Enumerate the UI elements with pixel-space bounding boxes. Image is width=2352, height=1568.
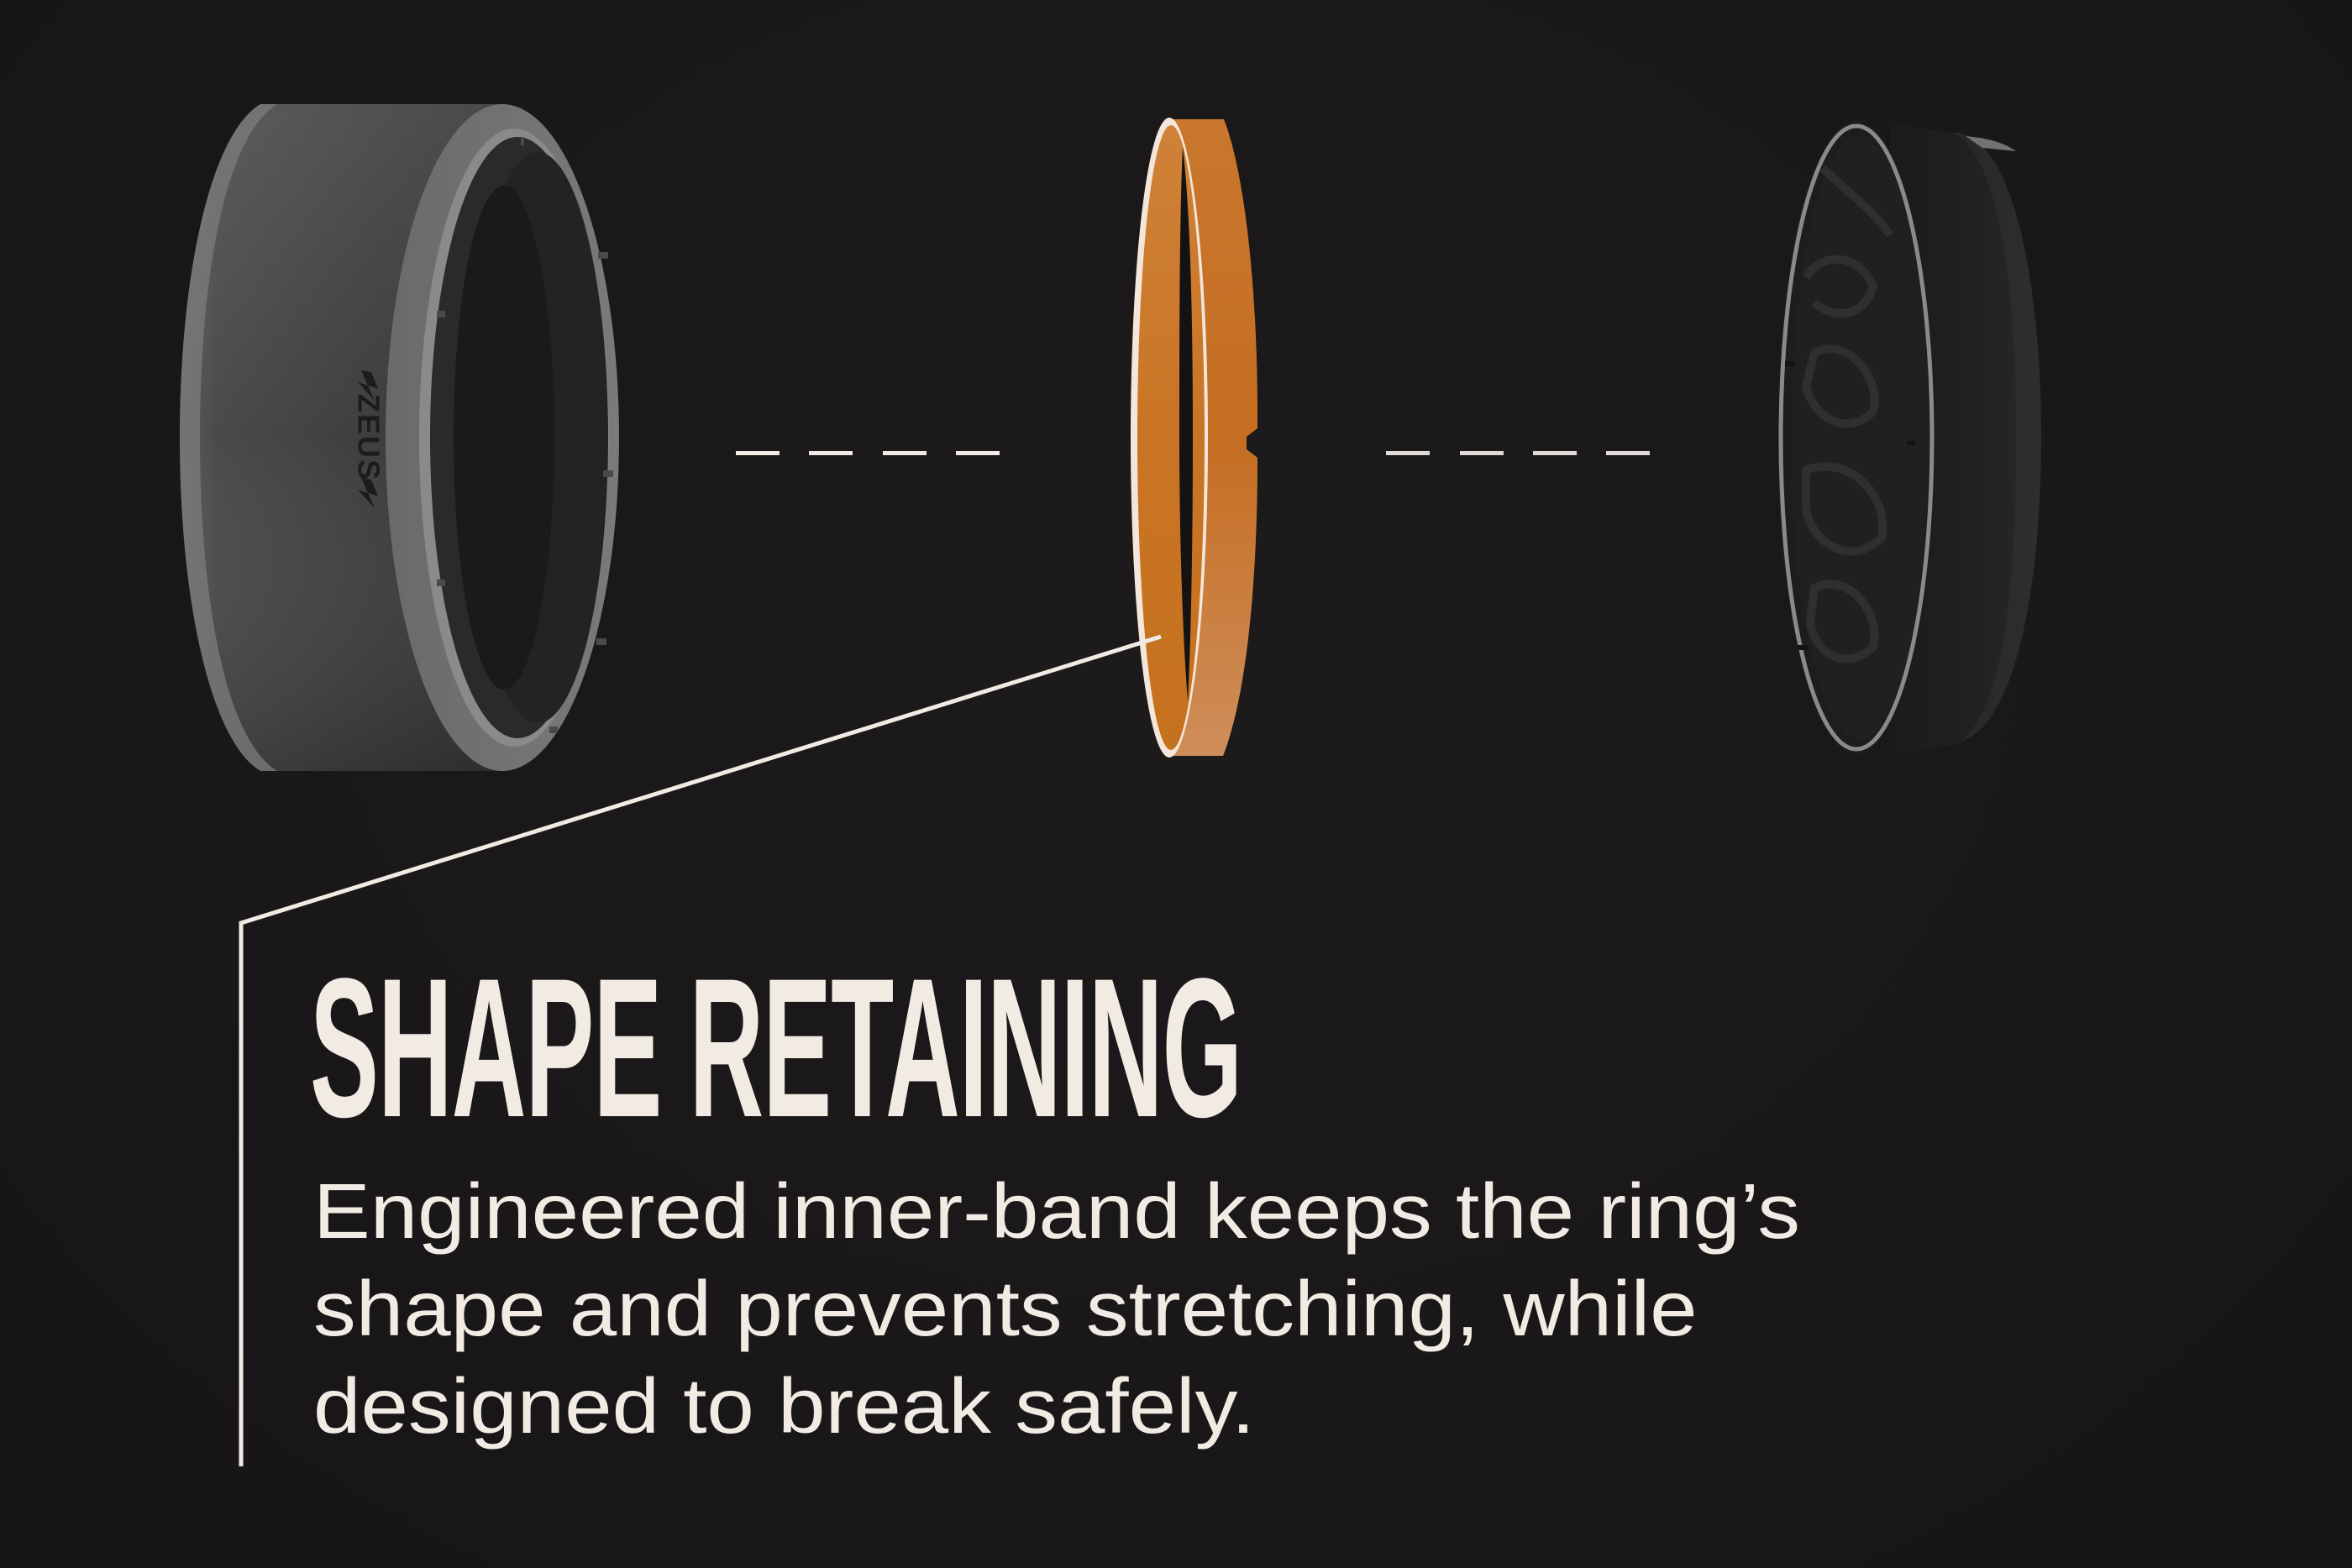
feature-description: Engineered inner-band keeps the ring’s s…: [313, 1162, 1800, 1455]
dashed-connector-right: [1386, 451, 1650, 455]
svg-text:ZEUS: ZEUS: [351, 394, 386, 481]
embossed-pattern: [1801, 165, 1894, 663]
zeus-logo-icon: ZEUS: [351, 370, 386, 508]
description-line-3: designed to break safely.: [313, 1362, 1256, 1450]
description-line-1: Engineered inner-band keeps the ring’s: [313, 1167, 1801, 1255]
outer-band-ring: ZEUS: [180, 104, 619, 771]
inner-band-ring: [1131, 118, 1257, 758]
callout-line: [239, 634, 1162, 1466]
dashed-connector-left: [736, 451, 1000, 455]
description-line-2: shape and prevents stretching, while: [313, 1265, 1698, 1352]
inner-core-ring: [1777, 121, 2041, 756]
feature-title: SHAPE RETAINING: [310, 937, 1242, 1159]
